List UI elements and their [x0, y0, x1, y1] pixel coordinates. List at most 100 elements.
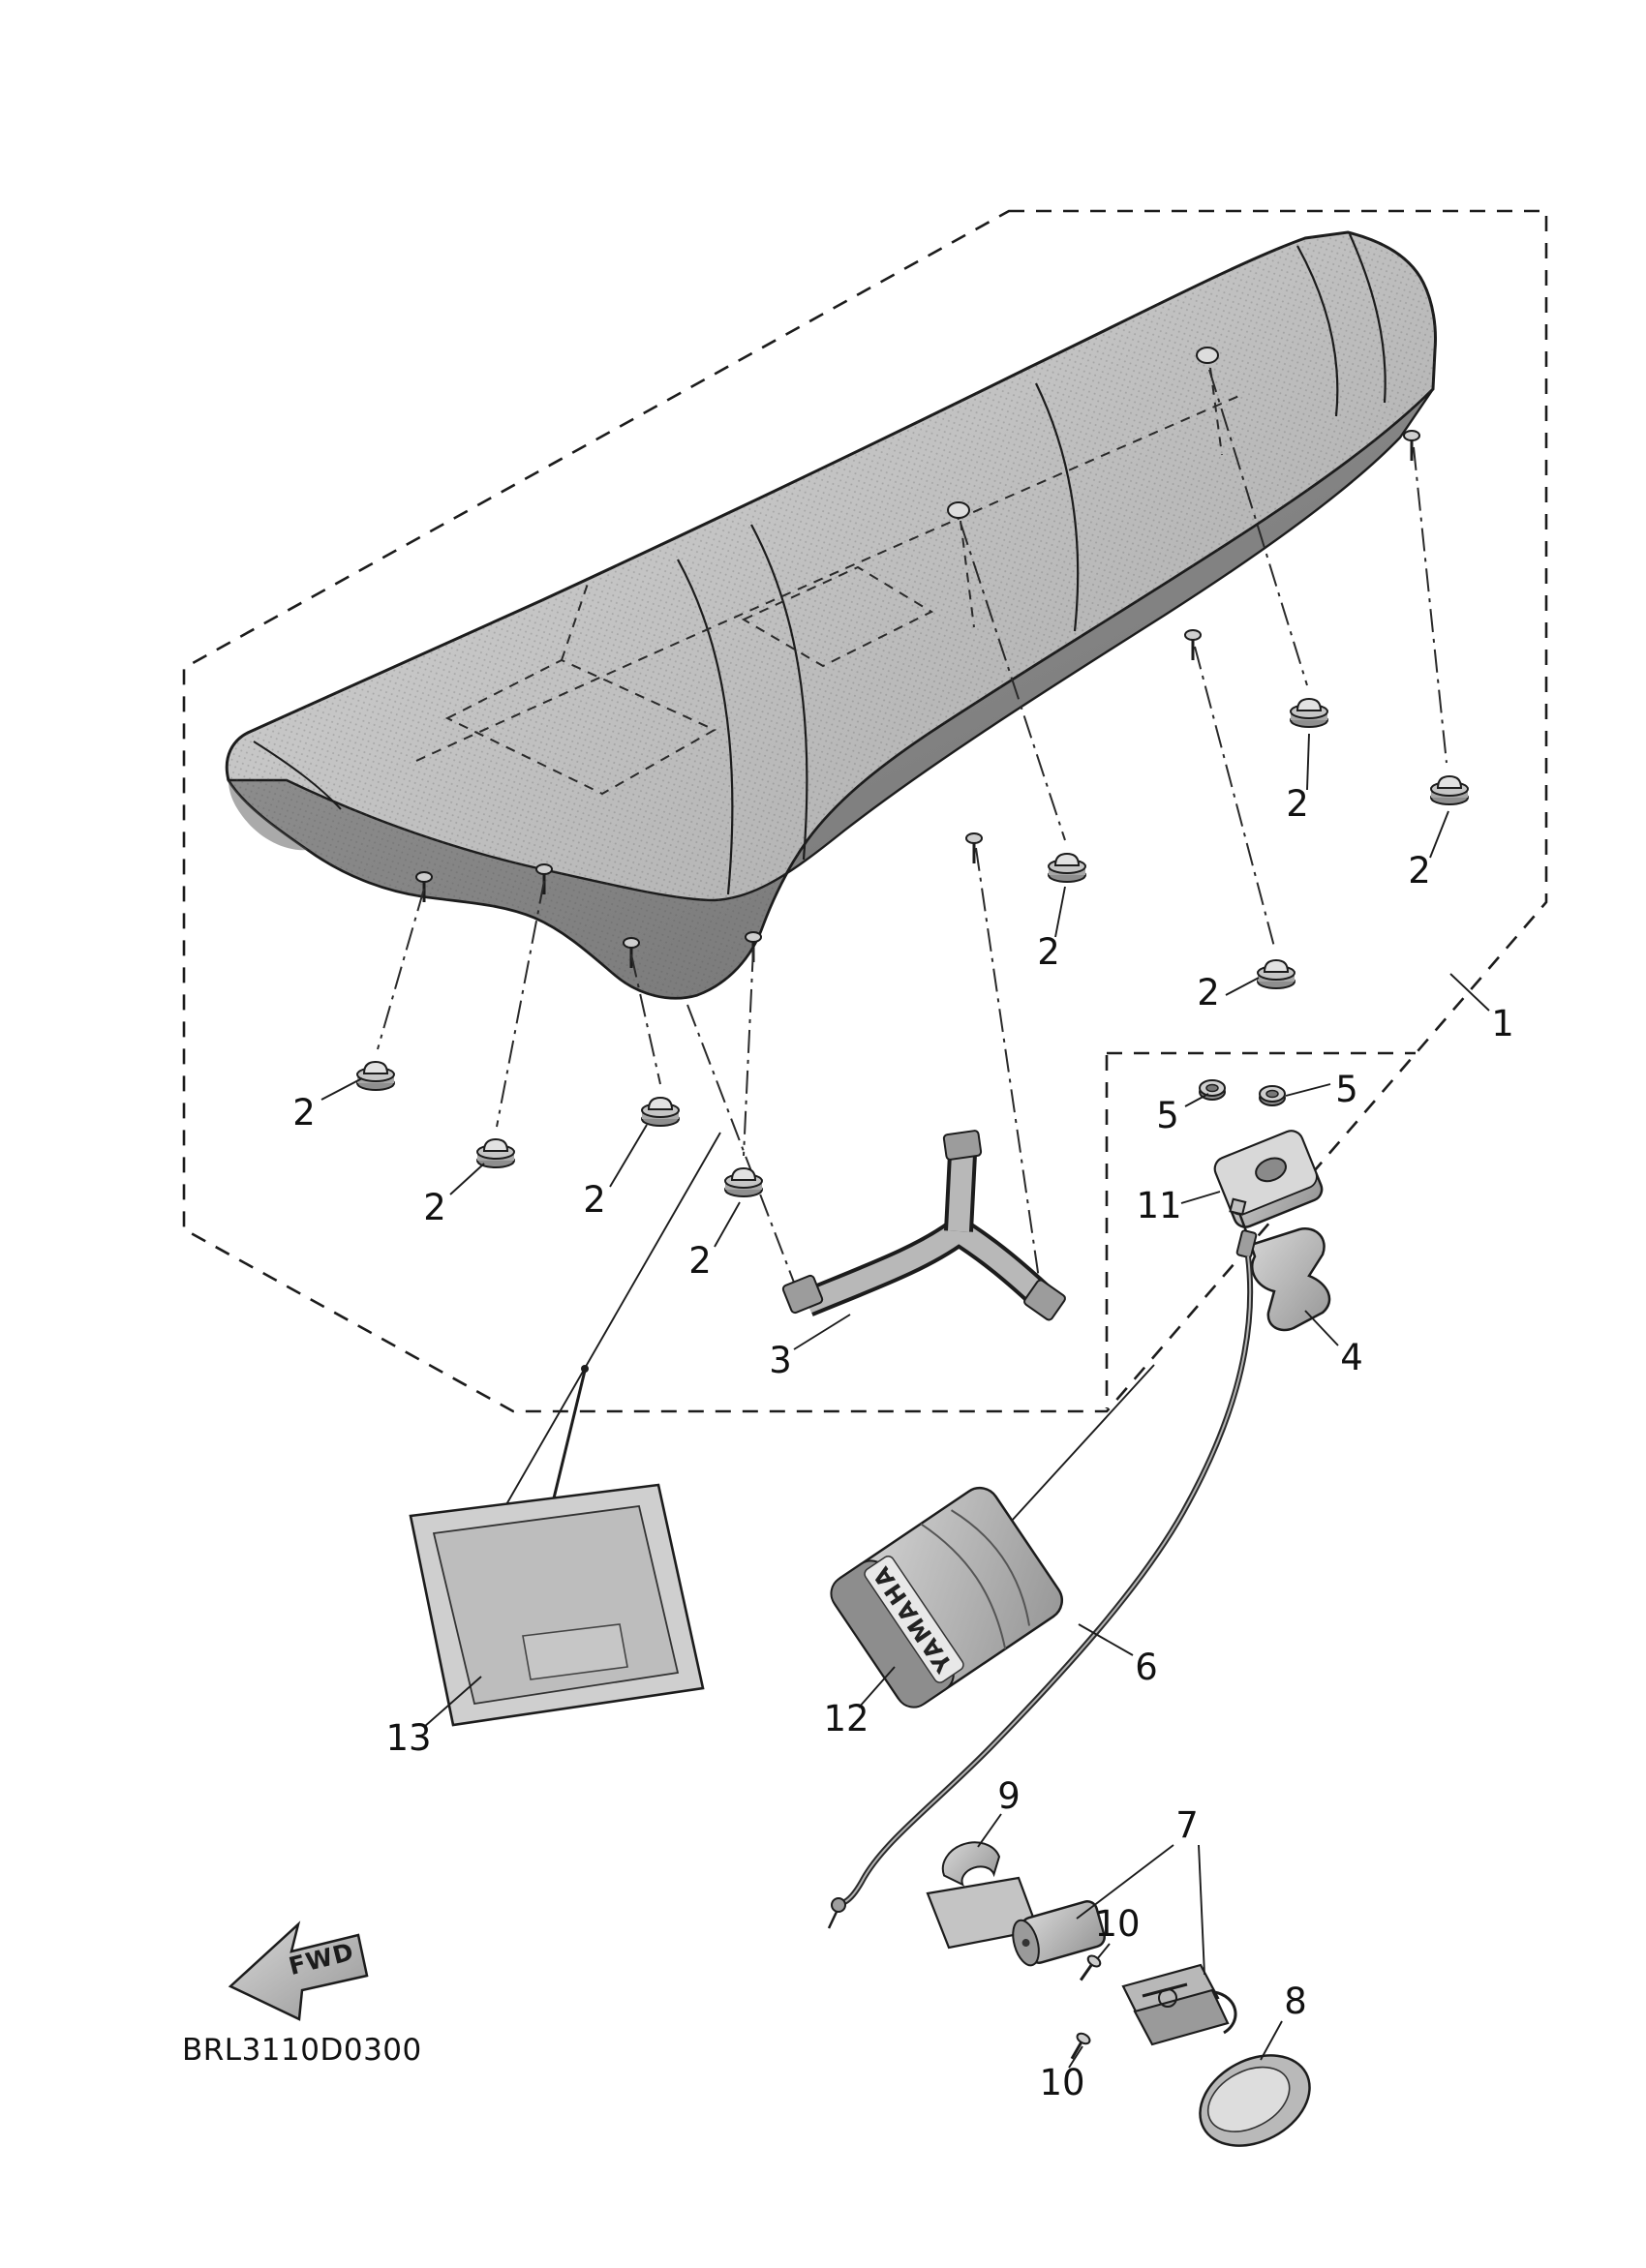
axis-tool-bag: [1010, 1364, 1155, 1523]
callout-2a: 2: [292, 1092, 316, 1134]
leader-10b: [1068, 2045, 1083, 2069]
leader-2g: [1306, 733, 1310, 791]
plate-hole: [1255, 1157, 1287, 1183]
assembly-boundary: [182, 209, 1548, 1413]
callout-8: 8: [1284, 1981, 1307, 2022]
leader-1: [1449, 973, 1490, 1012]
callout-2c: 2: [583, 1179, 606, 1221]
cable-top-barrel: [1235, 1229, 1258, 1258]
leader-2c: [609, 1124, 648, 1188]
seat-top-screw-2: [1196, 347, 1219, 364]
leader-6: [1078, 1623, 1134, 1656]
strap-end-right: [1023, 1279, 1066, 1321]
axis-damper-4: [743, 948, 754, 1157]
callout-4: 4: [1340, 1337, 1363, 1378]
clamp-shape: [941, 1841, 1001, 1887]
hidden-stud-2: [1209, 367, 1223, 456]
callout-2b: 2: [423, 1187, 446, 1228]
document-bag-pocket: [522, 1623, 628, 1680]
axis-damper-7: [1208, 369, 1308, 686]
callout-3: 3: [769, 1340, 792, 1381]
axis-damper-2: [496, 880, 545, 1128]
damper-grommet: [356, 1061, 395, 1091]
latch-plate-lower: [1133, 1988, 1230, 2046]
fwd-arrow: FWD: [228, 1920, 369, 2021]
bag-roll-line-1: [920, 1523, 1007, 1649]
leader-11: [1180, 1191, 1221, 1204]
damper-grommet: [724, 1167, 763, 1197]
leader-8: [1260, 2020, 1283, 2061]
callout-labels: 1 2 2 2 2 2 2 2 2 3 4 5 5 6 7 8 9 10 10 …: [292, 783, 1514, 2103]
leader-3: [793, 1314, 851, 1350]
lock-cover: [1199, 2054, 1311, 2147]
seat-mount-bolt-5: [964, 832, 984, 865]
cable-clamp: [941, 1841, 1001, 1887]
document-bag-pin-head: [581, 1365, 589, 1373]
leader-10a: [1096, 1943, 1111, 1960]
seat-rear-seam: [1035, 382, 1080, 632]
hidden-rail: [415, 394, 1242, 762]
seat-mount-bolt-7: [1402, 429, 1421, 463]
cable-anchor-bolt: [1229, 1197, 1247, 1216]
latch-lever: [1142, 1982, 1188, 1998]
callout-9: 9: [997, 1775, 1021, 1817]
hidden-frame-3: [741, 565, 934, 668]
callout-2e: 2: [1037, 931, 1060, 973]
strap-band: [803, 1218, 1052, 1314]
callout-2g: 2: [1286, 783, 1309, 825]
damper-grommet: [1048, 853, 1086, 883]
axis-strap-right: [975, 847, 1041, 1286]
seat-tail-edge: [1348, 233, 1387, 404]
lock-nut: [1259, 1085, 1286, 1106]
strap-end-left: [781, 1274, 824, 1315]
leader-2e: [1054, 886, 1066, 938]
owner-tool-bag: YAMAHA: [830, 1486, 1064, 1709]
leader-7a: [1076, 1844, 1174, 1920]
callout-11: 11: [1136, 1185, 1181, 1226]
damper-grommet: [1257, 959, 1295, 989]
assembly-axes: [377, 369, 1448, 1523]
axis-document-bag: [504, 1132, 721, 1507]
callout-13: 13: [385, 1717, 431, 1759]
lock-cluster: [926, 1841, 1237, 2064]
callout-2d: 2: [688, 1240, 712, 1282]
cable-highlight: [841, 1255, 1252, 1904]
leader-2d: [714, 1201, 741, 1248]
hidden-frame-1: [444, 658, 717, 796]
lock-cylinder: [1012, 1900, 1106, 1967]
document-bag: [409, 1365, 705, 1727]
axis-damper-3: [630, 953, 661, 1085]
cable-end-fitting: [831, 1897, 846, 1913]
callout-10b: 10: [1039, 2062, 1084, 2103]
axis-damper-6: [1194, 646, 1275, 948]
axis-damper-1: [377, 888, 425, 1050]
strap-arm: [948, 1153, 973, 1232]
axis-damper-8: [1413, 446, 1448, 764]
fwd-arrow-shape: [228, 1920, 369, 2021]
bag-label-band: [864, 1555, 964, 1683]
callout-6: 6: [1135, 1647, 1158, 1688]
leader-9: [977, 1813, 1002, 1848]
leader-2h: [1429, 810, 1449, 859]
lock-plate-hardware: [1199, 1079, 1331, 1332]
callout-leaders: [320, 733, 1490, 2069]
callout-7: 7: [1175, 1804, 1199, 1846]
callout-1: 1: [1491, 1003, 1514, 1044]
seat-lock-cable: [827, 1255, 1254, 1929]
cover-inner: [1206, 2066, 1291, 2132]
document-bag-pin: [550, 1370, 587, 1507]
seat-top-screw-1: [947, 501, 970, 519]
seat-nose-fold: [253, 741, 342, 810]
cable-end-tail: [827, 1911, 838, 1929]
leader-7b: [1198, 1844, 1205, 1976]
leader-2a: [320, 1077, 363, 1101]
leader-12: [858, 1666, 896, 1709]
seat-strap: [781, 1130, 1066, 1321]
seat-mount-bolt-6: [1183, 628, 1203, 662]
seat-strap-groove-2: [750, 524, 808, 861]
leader-5L: [1184, 1093, 1209, 1107]
boundary-box: [182, 209, 1548, 1413]
damper-grommet: [476, 1138, 515, 1168]
